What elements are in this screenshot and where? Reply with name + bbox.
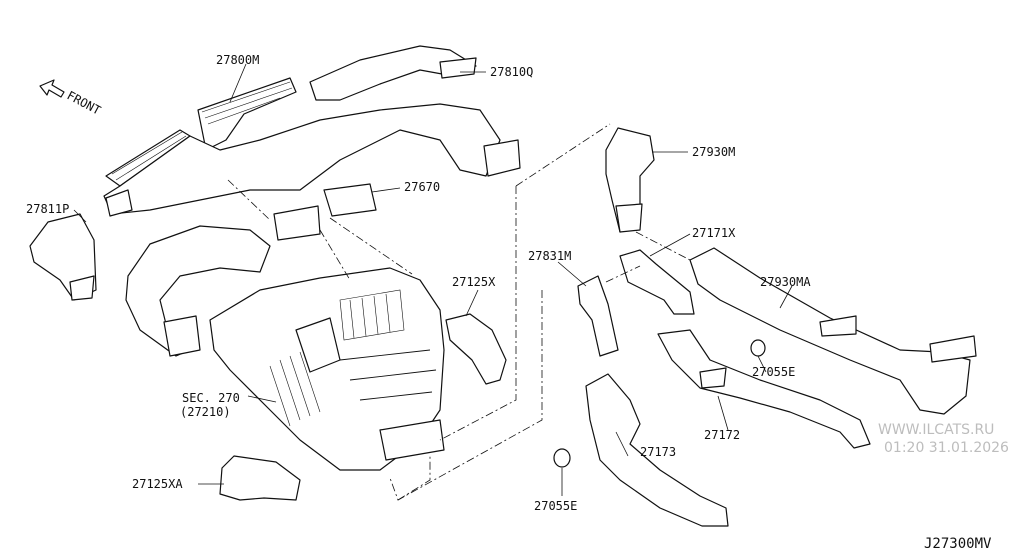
label-27172: 27172 bbox=[704, 428, 740, 442]
duct-27173 bbox=[585, 373, 729, 527]
label-27055E-bottom: 27055E bbox=[534, 499, 577, 513]
leader-lines bbox=[73, 63, 793, 496]
label-27210: (27210) bbox=[180, 405, 231, 419]
label-27831M: 27831M bbox=[528, 249, 571, 263]
diagram-code: J27300MV bbox=[924, 536, 992, 552]
duct-27171X bbox=[619, 249, 695, 315]
cover-27125X bbox=[445, 313, 507, 385]
cover-27125XA bbox=[219, 455, 301, 501]
label-27811P: 27811P bbox=[26, 202, 69, 216]
duct-27670 bbox=[273, 183, 377, 241]
clip-27055E-bottom bbox=[553, 448, 571, 468]
clip-27055E-right bbox=[750, 339, 766, 357]
label-27125X: 27125X bbox=[452, 275, 496, 289]
hvac-unit bbox=[209, 267, 445, 471]
label-27800M: 27800M bbox=[216, 53, 259, 67]
label-27173: 27173 bbox=[640, 445, 676, 459]
duct-27172 bbox=[657, 329, 871, 449]
watermark-timestamp: 01:20 31.01.2026 bbox=[884, 440, 1009, 456]
label-27810Q: 27810Q bbox=[490, 65, 533, 79]
relation-lines bbox=[227, 123, 691, 501]
front-arrow: FRONT bbox=[39, 79, 103, 118]
label-27670: 27670 bbox=[404, 180, 440, 194]
label-27171X: 27171X bbox=[692, 226, 736, 240]
duct-27831M bbox=[577, 275, 619, 357]
duct-27930M bbox=[605, 127, 655, 233]
front-label: FRONT bbox=[65, 88, 103, 117]
label-27930M: 27930M bbox=[692, 145, 735, 159]
watermark-site: WWW.ILCATS.RU bbox=[878, 422, 994, 438]
duct-lower-left bbox=[125, 225, 271, 357]
label-27930MA: 27930MA bbox=[760, 275, 811, 289]
duct-27810Q bbox=[309, 45, 477, 101]
duct-27811P bbox=[29, 213, 97, 301]
label-27055E-right: 27055E bbox=[752, 365, 795, 379]
duct-27800M bbox=[103, 77, 521, 217]
duct-27930MA bbox=[689, 247, 977, 415]
label-sec-270: SEC. 270 bbox=[182, 391, 240, 405]
label-27125XA: 27125XA bbox=[132, 477, 183, 491]
